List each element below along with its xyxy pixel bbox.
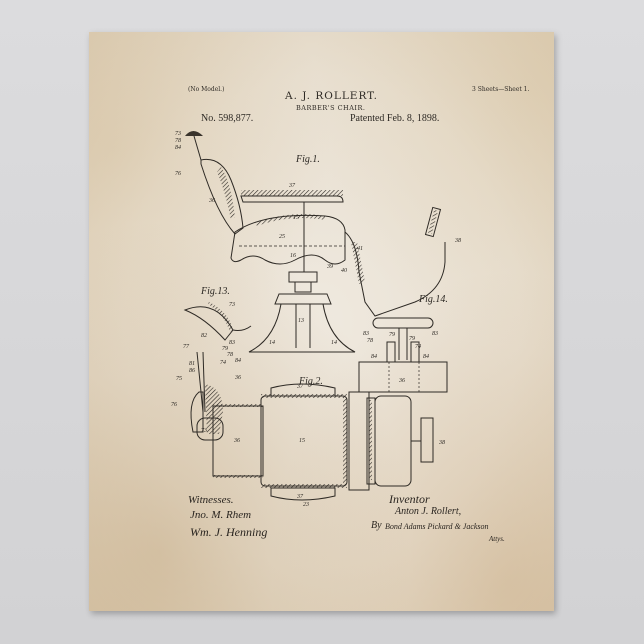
svg-text:82: 82 bbox=[201, 333, 207, 339]
svg-text:83: 83 bbox=[229, 340, 235, 346]
figure-1-side-view: Fig.1. 73 bbox=[175, 131, 461, 353]
fig14-label: Fig.14. bbox=[418, 294, 448, 305]
inventor-name: A. J. ROLLERT. bbox=[285, 90, 378, 102]
svg-text:78: 78 bbox=[367, 338, 373, 344]
figure-2-top-view: Fig.2. 37 15 73 36 38 37 23 bbox=[196, 376, 445, 508]
svg-text:77: 77 bbox=[183, 344, 190, 350]
svg-text:83: 83 bbox=[363, 331, 369, 337]
svg-text:75: 75 bbox=[176, 376, 182, 382]
svg-text:41: 41 bbox=[357, 245, 363, 252]
patent-drawing: Fig.1. 73 bbox=[171, 131, 461, 508]
svg-text:38: 38 bbox=[438, 440, 445, 446]
fig1-label: Fig.1. bbox=[295, 154, 320, 165]
svg-text:36: 36 bbox=[234, 375, 241, 381]
svg-text:76: 76 bbox=[175, 171, 181, 177]
figure-13-headrest-detail: Fig.13. 73 82 77 83 79 78 81 86 75 74 84… bbox=[171, 286, 252, 434]
model-note: (No Model.) bbox=[188, 86, 225, 93]
svg-text:37: 37 bbox=[288, 183, 296, 189]
svg-text:78: 78 bbox=[227, 352, 233, 358]
attorney-suffix: Attys. bbox=[489, 535, 505, 543]
witness-1-signature: Jno. M. Rhem bbox=[190, 509, 252, 521]
svg-text:36: 36 bbox=[208, 198, 215, 204]
svg-text:83: 83 bbox=[432, 331, 438, 337]
svg-text:79: 79 bbox=[409, 336, 415, 342]
svg-text:15: 15 bbox=[299, 438, 305, 444]
fig2-label: Fig.2. bbox=[298, 376, 323, 387]
svg-text:86: 86 bbox=[189, 368, 195, 374]
svg-text:36: 36 bbox=[233, 438, 240, 444]
patent-date: Patented Feb. 8, 1898. bbox=[350, 113, 440, 124]
svg-text:79: 79 bbox=[389, 332, 395, 338]
witness-2-signature: Wm. J. Henning bbox=[190, 525, 268, 539]
svg-text:73: 73 bbox=[229, 302, 235, 308]
svg-text:37: 37 bbox=[296, 494, 304, 500]
svg-text:81: 81 bbox=[189, 361, 195, 367]
patent-poster: (No Model.) 3 Sheets—Sheet 1. A. J. ROLL… bbox=[89, 32, 554, 611]
figure-14-bracket-detail: Fig.14. 83 83 79 79 78 74 84 84 36 bbox=[358, 294, 448, 393]
svg-text:79: 79 bbox=[222, 346, 228, 352]
svg-text:74: 74 bbox=[415, 343, 421, 350]
svg-text:84: 84 bbox=[423, 353, 429, 360]
svg-text:13: 13 bbox=[298, 318, 304, 324]
fig13-label: Fig.13. bbox=[200, 286, 230, 297]
sheets-note: 3 Sheets—Sheet 1. bbox=[472, 86, 530, 93]
svg-text:40: 40 bbox=[341, 267, 347, 274]
svg-text:37: 37 bbox=[296, 384, 304, 390]
svg-text:84: 84 bbox=[371, 353, 377, 360]
patent-title: BARBER'S CHAIR. bbox=[296, 104, 366, 112]
svg-text:38: 38 bbox=[454, 238, 461, 244]
svg-text:74: 74 bbox=[220, 359, 226, 366]
svg-text:14: 14 bbox=[269, 339, 275, 346]
svg-text:78: 78 bbox=[175, 138, 181, 144]
witnesses-label: Witnesses. bbox=[188, 494, 234, 506]
attorney-signature: Bond Adams Pickard & Jackson bbox=[385, 522, 489, 531]
svg-text:76: 76 bbox=[171, 402, 177, 408]
patent-number: No. 598,877. bbox=[201, 113, 254, 124]
svg-text:39: 39 bbox=[326, 264, 333, 270]
svg-text:23: 23 bbox=[303, 502, 309, 508]
svg-text:84: 84 bbox=[175, 144, 181, 151]
svg-text:14: 14 bbox=[331, 339, 337, 346]
svg-text:36: 36 bbox=[398, 378, 405, 384]
svg-text:25: 25 bbox=[279, 234, 285, 240]
inventor-label: Inventor bbox=[389, 492, 430, 506]
svg-text:16: 16 bbox=[290, 253, 296, 259]
svg-text:84: 84 bbox=[235, 357, 241, 364]
inventor-signature: Anton J. Rollert, bbox=[395, 506, 462, 517]
svg-text:15: 15 bbox=[293, 215, 299, 221]
svg-text:73: 73 bbox=[175, 131, 181, 137]
svg-text:73: 73 bbox=[201, 428, 207, 434]
attorney-prefix: By bbox=[371, 520, 382, 531]
